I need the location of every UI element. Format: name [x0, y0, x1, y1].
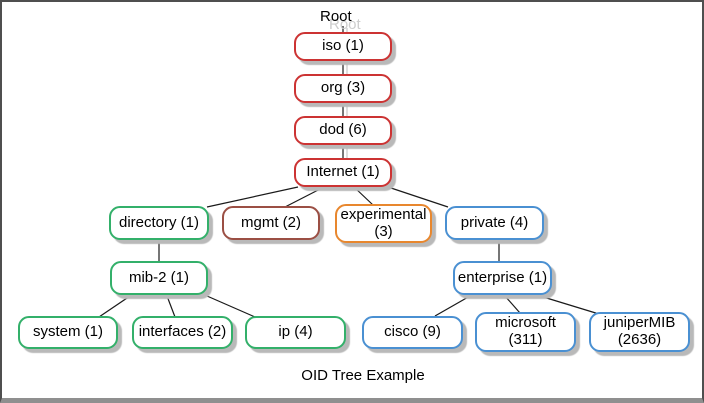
node-experimental: experimental (3) [335, 204, 432, 243]
edge-enterprise-microsoft [504, 295, 521, 314]
node-mib2: mib-2 (1) [110, 261, 208, 295]
node-junipermib: juniperMIB (2636) [589, 312, 690, 352]
node-iso: iso (1) [294, 32, 392, 61]
node-interfaces: interfaces (2) [132, 316, 233, 349]
node-internet: Internet (1) [294, 158, 392, 187]
node-directory: directory (1) [109, 206, 209, 240]
node-ip: ip (4) [245, 316, 346, 349]
root-label: Root [320, 8, 352, 25]
node-org: org (3) [294, 74, 392, 103]
node-microsoft: microsoft (311) [475, 312, 576, 352]
diagram-title: OID Tree Example [301, 367, 425, 384]
edge-internet-experimental [353, 186, 374, 206]
node-private: private (4) [445, 206, 544, 240]
node-enterprise: enterprise (1) [453, 261, 552, 295]
edge-enterprise-cisco [434, 295, 471, 317]
root-label-ghost: Root [329, 16, 361, 33]
node-cisco: cisco (9) [362, 316, 463, 349]
edge-mib2-system [98, 295, 131, 318]
node-dod: dod (6) [294, 116, 392, 145]
edge-mib2-interfaces [166, 295, 176, 318]
node-system: system (1) [18, 316, 118, 349]
edge-mib2-ip [206, 295, 256, 318]
edge-internet-directory [206, 186, 299, 208]
edge-internet-mgmt [284, 186, 325, 208]
node-mgmt: mgmt (2) [222, 206, 320, 240]
